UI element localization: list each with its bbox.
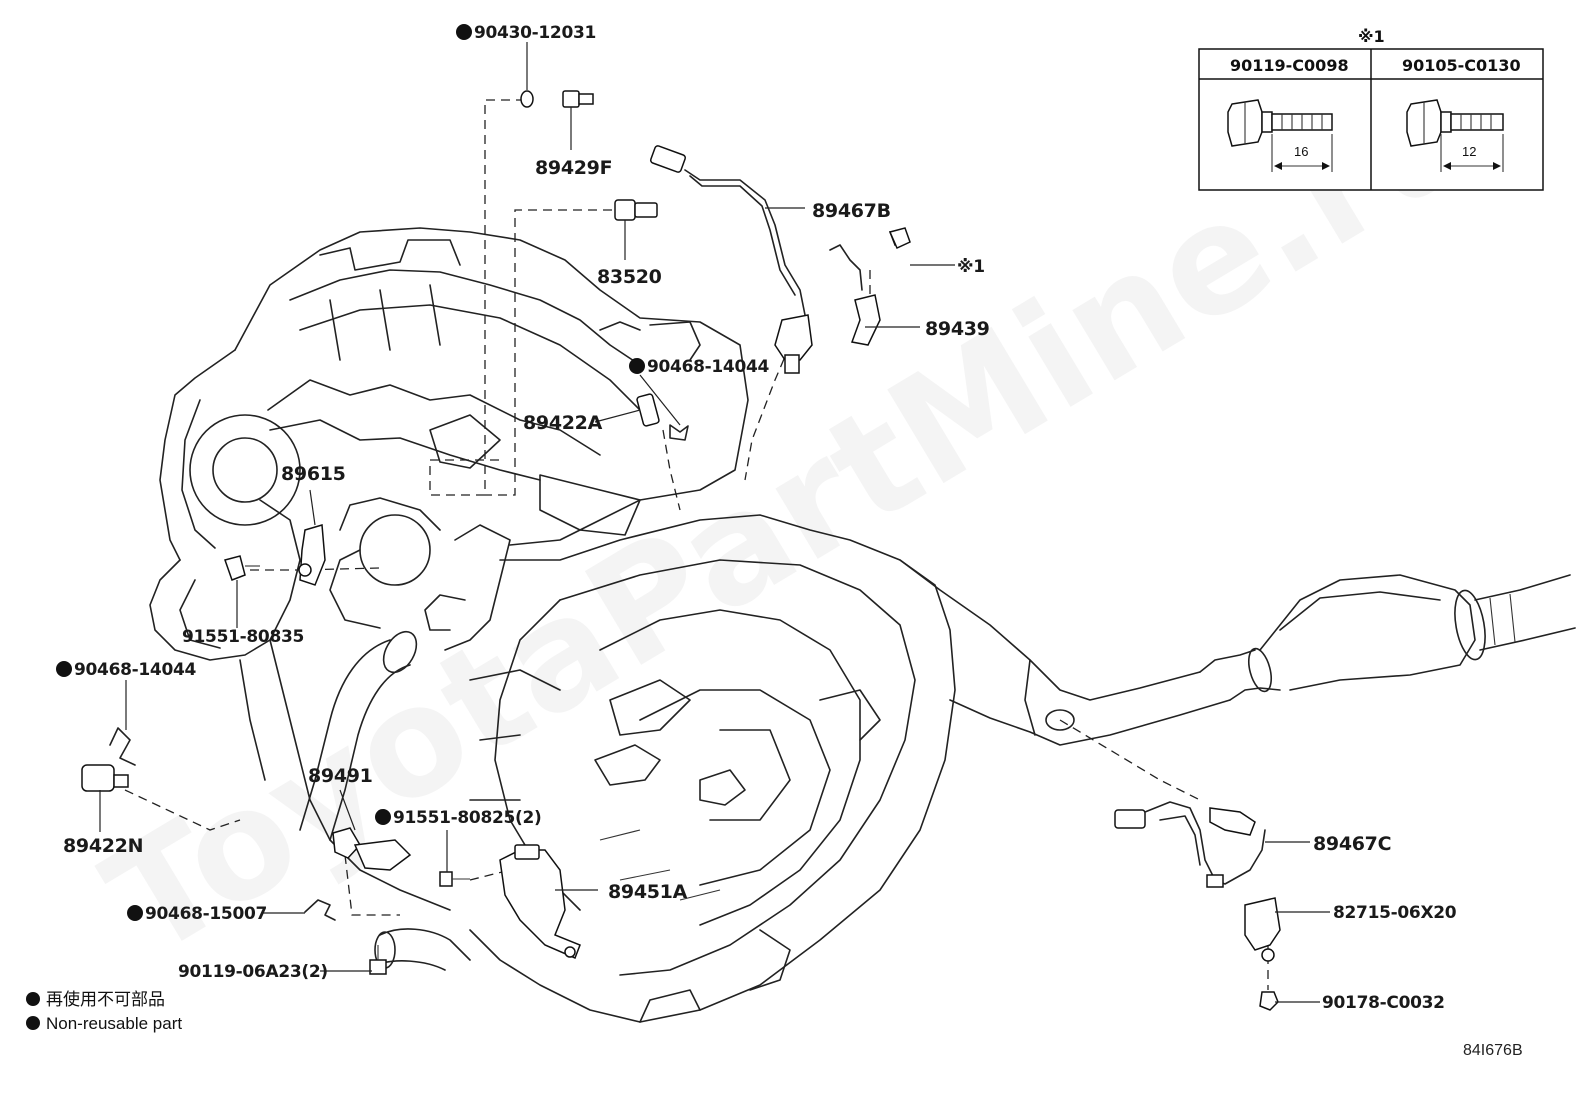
bracket-82715-06X20 [1244, 897, 1281, 962]
bolt-ref-1 [888, 227, 911, 250]
label-90468-14044-a: 90468-14044 [647, 357, 770, 377]
switch-89451A [499, 844, 581, 959]
sensor-89491 [332, 827, 412, 871]
label-89451A: 89451A [608, 881, 688, 903]
parts [81, 90, 1281, 1011]
clip-90468-15007 [304, 899, 336, 921]
dim-16: 16 [1294, 144, 1308, 159]
nut-90178-C0032 [1259, 991, 1279, 1011]
bolt-90119-06A23 [369, 945, 387, 975]
knock-sensor-89615 [224, 524, 326, 586]
callout-90468-14044-b: 90468-14044 [56, 660, 197, 680]
table-col1-part: 90119-C0098 [1230, 56, 1349, 75]
table-col2-part: 90105-C0130 [1402, 56, 1521, 75]
callout-90430-12031: 90430-12031 [456, 23, 596, 43]
label-89422A: 89422A [523, 412, 603, 434]
legend-jp: 再使用不可部品 [46, 989, 165, 1009]
label-89439: 89439 [925, 318, 990, 340]
oxygen-sensor-89467B [649, 145, 813, 374]
gasket-90430-12031 [520, 90, 534, 108]
label-89422N: 89422N [63, 835, 143, 857]
label-90119-06A23: 90119-06A23(2) [178, 962, 328, 982]
leader-lines [99, 42, 1330, 1003]
sensor-89422N [81, 727, 136, 792]
sensor-89422A [636, 393, 689, 441]
dim-12: 12 [1462, 144, 1476, 159]
label-89429F: 89429F [535, 157, 612, 179]
bolt-table: ※1 90119-C0098 90105-C0130 16 [1198, 27, 1544, 191]
callout-90468-15007: 90468-15007 [127, 904, 267, 924]
callouts: 90430-12031 89429F 83520 89467B ※1 89439… [56, 23, 1457, 1013]
bolt-90119-C0098: 16 [1227, 99, 1333, 172]
oxygen-sensor-89467C [1114, 801, 1266, 888]
label-89615: 89615 [281, 463, 346, 485]
label-89491: 89491 [308, 765, 373, 787]
label-90178-C0032: 90178-C0032 [1322, 993, 1445, 1013]
diagram-code: 84I676B [1463, 1042, 1523, 1059]
label-91551-80835: 91551-80835 [182, 627, 304, 647]
sensor-89429F [562, 90, 594, 108]
bolt-90105-C0130: 12 [1406, 99, 1504, 172]
label-91551-80825: 91551-80825(2) [393, 808, 542, 828]
ref-mark-1: ※1 [957, 257, 985, 277]
legend: 再使用不可部品 Non-reusable part [26, 989, 182, 1033]
exhaust-assembly [899, 559, 1576, 746]
label-82715-06X20: 82715-06X20 [1333, 903, 1457, 923]
table-ref-mark: ※1 [1358, 27, 1385, 46]
label-90468-15007: 90468-15007 [145, 904, 267, 924]
label-90468-14044-b: 90468-14044 [74, 660, 197, 680]
label-83520: 83520 [597, 266, 662, 288]
bolt-91551-80825 [439, 871, 470, 887]
label-89467B: 89467B [812, 200, 891, 222]
legend-en: Non-reusable part [46, 1014, 182, 1033]
callout-90468-14044-a: 90468-14044 [629, 357, 770, 377]
switch-83520 [614, 199, 658, 221]
label-89467C: 89467C [1313, 833, 1391, 855]
bracket-89439 [829, 229, 907, 346]
label-90430-12031: 90430-12031 [474, 23, 596, 43]
callout-91551-80825: 91551-80825(2) [375, 808, 542, 828]
